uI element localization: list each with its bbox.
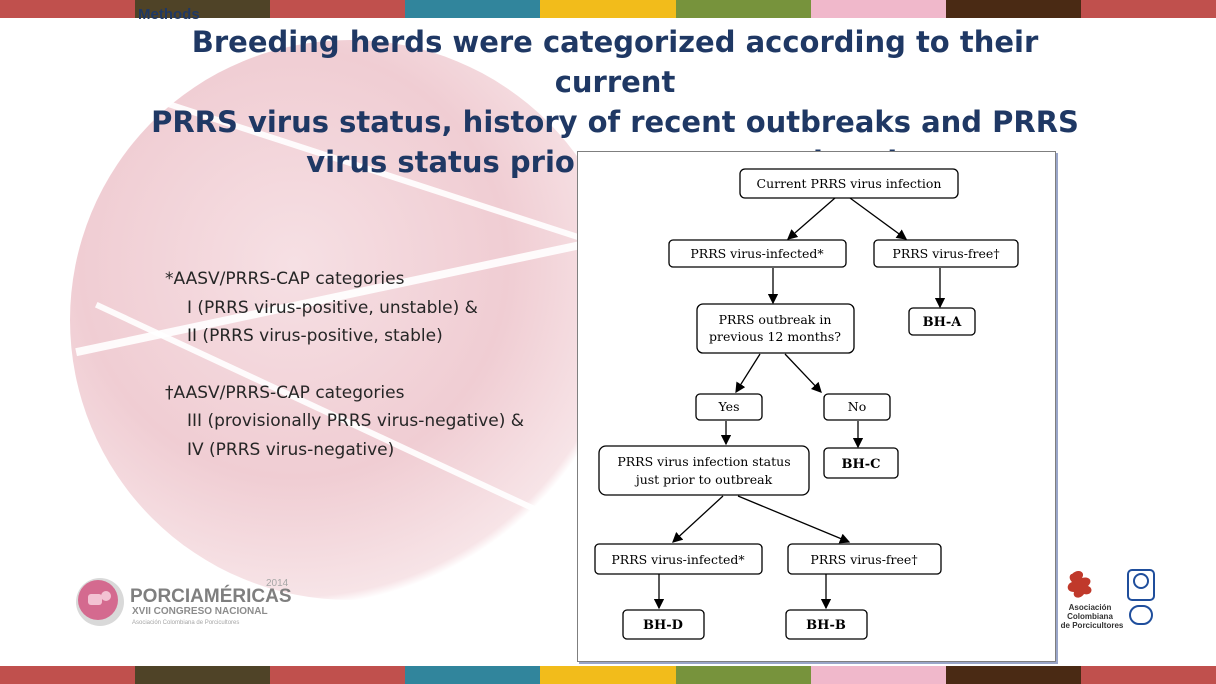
node-no (823, 393, 891, 421)
node-infected (668, 239, 847, 268)
label-outbreak-question: PRRS outbreak in (719, 312, 832, 327)
title-line: Breeding herds were categorized accordin… (191, 25, 1039, 99)
stripe-segment (405, 666, 541, 684)
label-free: PRRS virus-free† (892, 246, 999, 261)
label-prior-free: PRRS virus-free† (810, 552, 917, 567)
note-heading: †AASV/PRRS-CAP categories (165, 382, 405, 403)
label-yes: Yes (718, 399, 740, 414)
logo-right-line2: Colombiana (1067, 612, 1113, 621)
label-bh-a: BH-A (923, 315, 963, 330)
edge-current-to-free (849, 197, 908, 240)
asociacion-logo: Asociación Colombiana de Porcicultores (1058, 566, 1158, 636)
background-globe (70, 40, 630, 600)
stripe-segment (945, 0, 1081, 18)
node-free (873, 239, 1019, 268)
category-notes: *AASV/PRRS-CAP categories I (PRRS virus-… (165, 265, 524, 464)
node-bh-a (908, 307, 976, 336)
stripe-segment (1080, 666, 1216, 684)
note-line: IV (PRRS virus-negative) (187, 439, 395, 460)
node-prior-status (598, 445, 810, 496)
stripe-segment (810, 666, 946, 684)
logo-org: Asociación Colombiana de Porcicultores (132, 620, 239, 626)
stripe-segment (270, 666, 406, 684)
node-outbreak-question (696, 303, 855, 354)
stripe-segment (540, 666, 676, 684)
stripe-segment (675, 666, 811, 684)
edge-prior-to-infected (672, 495, 724, 543)
note-heading: *AASV/PRRS-CAP categories (165, 269, 405, 289)
label-current-infection: Current PRRS virus infection (757, 176, 942, 191)
stripe-segment (810, 0, 946, 18)
stripe-segment (540, 0, 676, 18)
logo-year: 2014 (266, 578, 289, 589)
edge-outbreak-to-no (784, 353, 822, 393)
note-line: I (PRRS virus-positive, unstable) & (187, 297, 478, 318)
edge-current-to-infected (787, 197, 836, 240)
bottom-color-stripe (0, 666, 1216, 684)
node-bh-d (622, 609, 705, 640)
section-label: Methods (138, 6, 200, 23)
flowchart-panel: Current PRRS virus infection PRRS virus-… (577, 151, 1056, 662)
node-bh-b (785, 609, 868, 640)
logo-subtitle: XVII CONGRESO NACIONAL (132, 606, 268, 617)
logo-right-line3: de Porcicultores (1061, 621, 1124, 630)
node-prior-free (787, 543, 942, 575)
label-bh-b: BH-B (806, 618, 846, 633)
stripe-segment (945, 666, 1081, 684)
logo-right-line1: Asociación (1069, 603, 1112, 612)
label-prior-status: PRRS virus infection status (617, 454, 790, 469)
porciamericas-logo: 2014 PORCIAMÉRICAS XVII CONGRESO NACIONA… (70, 572, 300, 632)
node-prior-infected (594, 543, 763, 575)
label-prior-infected: PRRS virus-infected* (611, 552, 745, 567)
label-bh-d: BH-D (643, 618, 683, 633)
label-no: No (848, 399, 866, 414)
label-prior-status: just prior to outbreak (634, 472, 773, 487)
logo-name: PORCIAMÉRICAS (130, 585, 292, 607)
edge-outbreak-to-yes (735, 353, 761, 394)
node-current-infection (739, 168, 959, 199)
label-bh-c: BH-C (841, 457, 880, 472)
stripe-segment (270, 0, 406, 18)
label-outbreak-question: previous 12 months? (709, 329, 841, 344)
top-color-stripe (0, 0, 1216, 18)
note-line: II (PRRS virus-positive, stable) (187, 326, 443, 346)
node-yes (695, 393, 763, 421)
edge-prior-to-free (737, 495, 851, 544)
stripe-segment (675, 0, 811, 18)
flowchart-diagram: Current PRRS virus infection PRRS virus-… (594, 168, 1019, 640)
label-infected: PRRS virus-infected* (690, 246, 824, 261)
stripe-segment (135, 666, 271, 684)
stripe-segment (135, 0, 271, 18)
stripe-segment (405, 0, 541, 18)
title-line: PRRS virus status, history of recent out… (151, 105, 1079, 139)
stripe-segment (0, 666, 136, 684)
stripe-segment (1080, 0, 1216, 18)
stripe-segment (0, 0, 136, 18)
note-line: III (provisionally PRRS virus-negative) … (187, 411, 525, 431)
node-bh-c (823, 447, 899, 479)
